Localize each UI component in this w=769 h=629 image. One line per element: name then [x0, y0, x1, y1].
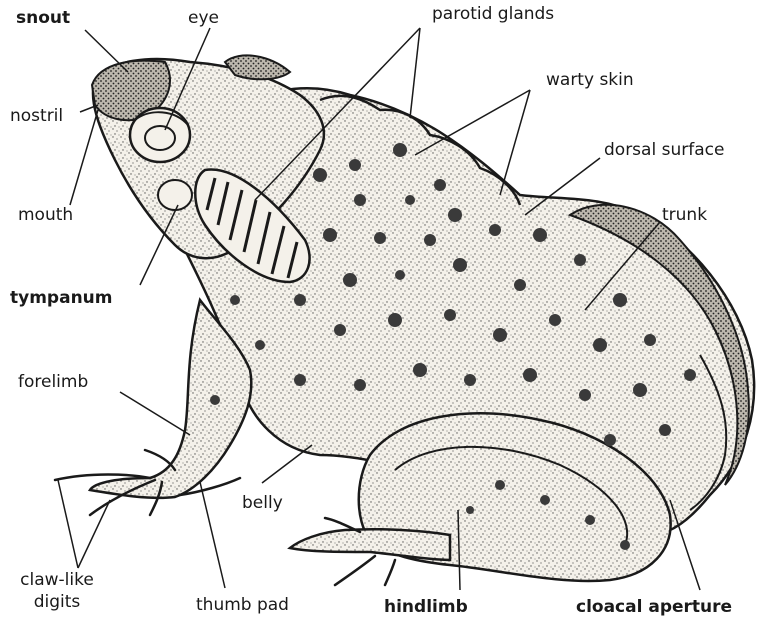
label-tympanum: tympanum — [10, 288, 112, 308]
hind-foot-shape — [290, 529, 450, 560]
label-claw-like-digits-line2: digits — [12, 592, 102, 612]
leader-thumb — [200, 482, 225, 588]
label-claw-like-digits-line1: claw-like — [12, 570, 102, 590]
leader-warty-1 — [415, 90, 530, 155]
leader-claw-1 — [58, 480, 78, 568]
label-eye: eye — [188, 8, 219, 28]
leader-mouth — [70, 110, 98, 205]
leader-belly — [262, 445, 312, 483]
label-warty-skin: warty skin — [546, 70, 634, 90]
label-belly: belly — [242, 493, 283, 513]
label-hindlimb: hindlimb — [384, 597, 468, 617]
leader-claw-2 — [78, 500, 110, 568]
leader-snout — [85, 30, 128, 72]
leader-warty-2 — [500, 90, 530, 195]
head-bump — [225, 55, 290, 79]
label-forelimb: forelimb — [18, 372, 88, 392]
label-cloacal-aperture: cloacal aperture — [576, 597, 732, 617]
label-trunk: trunk — [662, 205, 707, 225]
label-snout: snout — [16, 8, 70, 28]
label-nostril: nostril — [10, 106, 63, 126]
label-parotid-glands: parotid glands — [432, 4, 554, 24]
label-mouth: mouth — [18, 205, 73, 225]
leader-parotid-2 — [410, 28, 420, 118]
label-thumb-pad: thumb pad — [196, 595, 289, 615]
leader-forelimb — [120, 392, 190, 435]
label-dorsal-surface: dorsal surface — [604, 140, 724, 160]
tympanum-shape — [158, 180, 192, 210]
